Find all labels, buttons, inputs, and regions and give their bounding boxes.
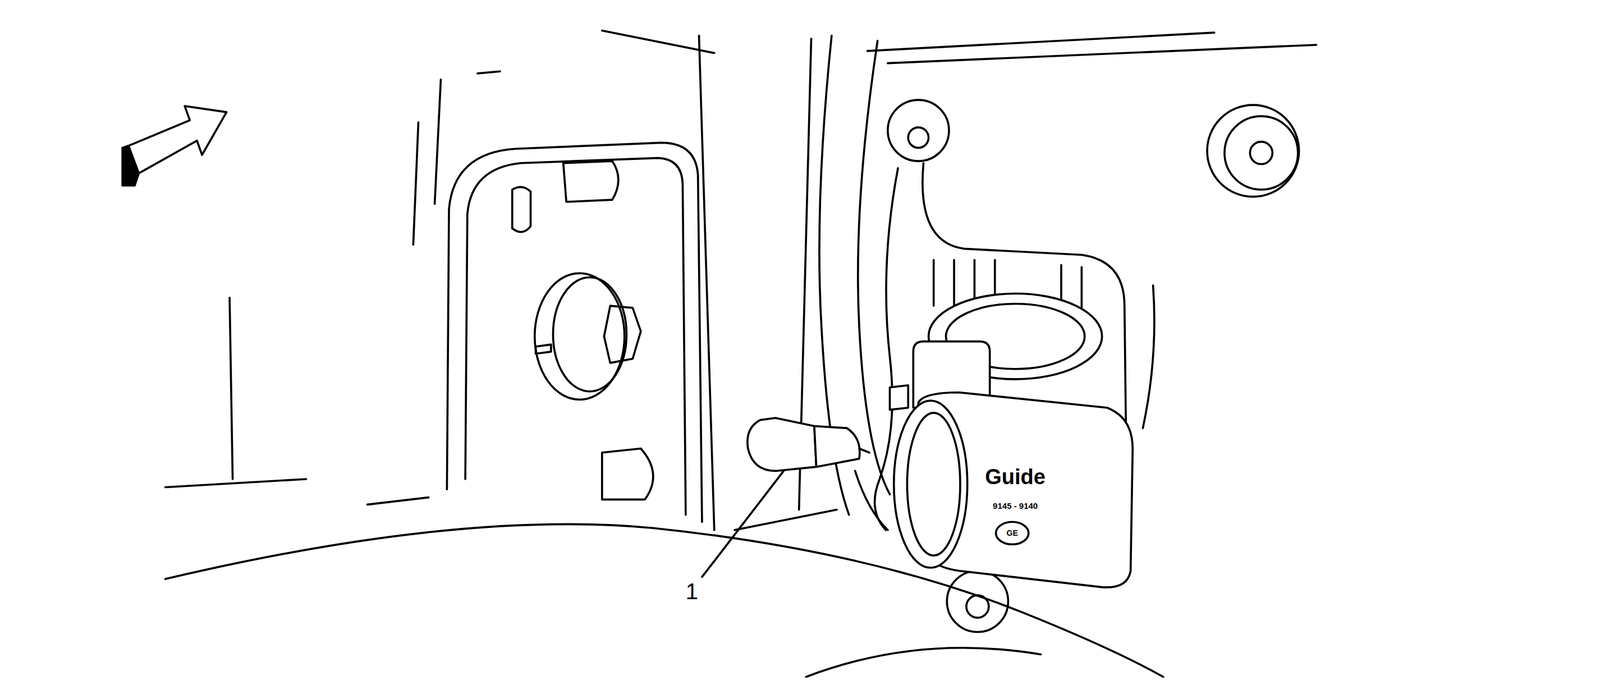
fascia-edge	[367, 497, 429, 506]
fascia-edge	[805, 648, 1041, 678]
bumper-panel-inner	[465, 158, 686, 516]
leader-line	[702, 470, 784, 577]
clip	[602, 448, 654, 500]
bumper-panel	[446, 142, 703, 522]
clip-slot	[512, 186, 531, 232]
embossed-text: 9145 - 9140	[991, 501, 1039, 511]
logo-text: GE	[1005, 529, 1020, 538]
body-line	[602, 30, 715, 54]
wedge-bulb-wire	[855, 470, 888, 530]
view-arrow	[128, 106, 227, 174]
socket-tab	[535, 344, 552, 354]
housing-top	[867, 32, 1215, 52]
mount-boss	[887, 99, 950, 162]
body-line	[229, 298, 233, 480]
body-line	[165, 479, 307, 488]
fascia-edge	[165, 524, 1164, 677]
mount-boss	[1207, 104, 1300, 197]
mount-boss	[946, 571, 1008, 633]
fascia-edge	[734, 509, 837, 530]
body-line	[477, 71, 501, 74]
bulb-twist-ring	[894, 400, 968, 568]
wedge-bulb-wire	[859, 448, 870, 453]
mount-boss-hole	[1249, 141, 1273, 165]
housing-top	[887, 44, 1317, 64]
lens-frame	[1142, 285, 1154, 429]
callout-number: 1	[685, 580, 699, 603]
body-line	[413, 122, 419, 245]
bulb-twist-ring-inner	[906, 413, 961, 556]
connector-latch	[890, 385, 909, 411]
wedge-bulb-glass	[747, 418, 817, 471]
embossed-text: Guide	[983, 466, 1047, 488]
mount-boss-ring	[1224, 116, 1299, 190]
socket-bore	[552, 277, 627, 392]
socket-octagon	[603, 305, 641, 364]
housing-edge	[858, 40, 891, 495]
clip	[563, 161, 619, 203]
mount-boss-hole	[908, 127, 929, 148]
body-line	[434, 79, 442, 205]
logo-oval	[996, 521, 1029, 545]
wedge-bulb-base	[814, 425, 860, 467]
